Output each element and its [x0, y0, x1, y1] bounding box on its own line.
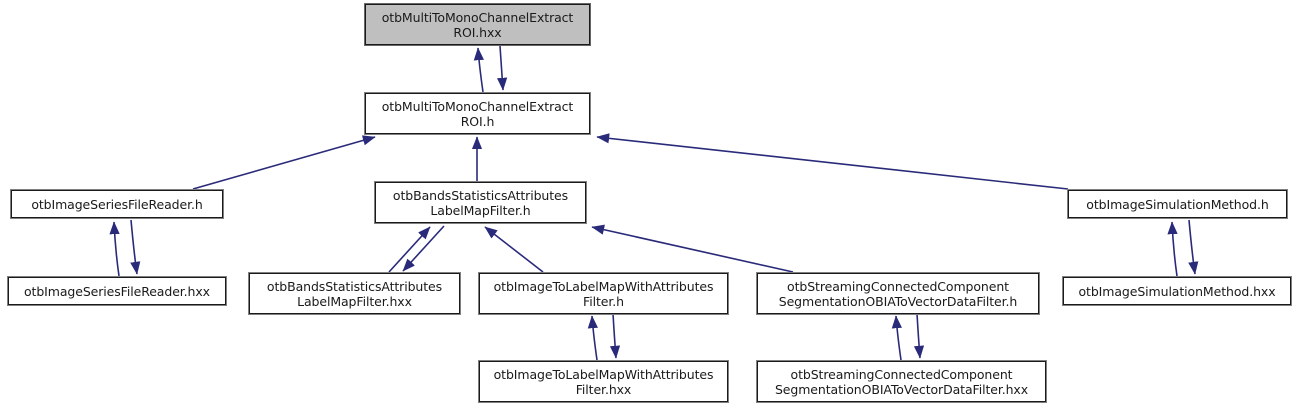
graph-edge-series_h-to-multi_h — [192, 135, 376, 190]
graph-node-simulation_h[interactable]: otbImageSimulationMethod.h — [1067, 189, 1288, 219]
graph-edge-streaming_hxx-to-streaming_h — [891, 315, 902, 361]
graph-edge-simulation_h-to-simulation_hxx — [1188, 219, 1199, 275]
graph-edge-series_h-to-series_hxx — [130, 219, 141, 275]
graph-edge-simulation_h-to-multi_h — [596, 133, 1069, 190]
graph-node-series_h[interactable]: otbImageSeriesFileReader.h — [10, 189, 224, 219]
graph-node-label: otbImageSeriesFileReader.h — [31, 196, 203, 212]
graph-edge-simulation_hxx-to-simulation_h — [1167, 221, 1178, 277]
graph-edge-imgtolabel_h-to-imgtolabel_hxx — [609, 313, 621, 359]
graph-node-label: otbImageSeriesFileReader.hxx — [24, 283, 210, 299]
graph-node-label: otbImageSimulationMethod.h — [1086, 196, 1269, 212]
graph-edge-bands_h-to-bands_hxx — [402, 225, 445, 272]
graph-edge-series_hxx-to-series_h — [109, 221, 120, 277]
graph-edge-streaming_h-to-bands_h — [591, 224, 794, 273]
graph-edge-multi_hxx-to-multi_h — [497, 45, 508, 91]
graph-node-label: otbImageSimulationMethod.hxx — [1078, 283, 1276, 299]
graph-edge-bands_hxx-to-bands_h — [388, 226, 431, 273]
graph-edge-imgtolabel_hxx-to-imgtolabel_h — [587, 315, 598, 361]
graph-edge-imgtolabel_h-to-bands_h — [484, 226, 544, 273]
graph-node-simulation_hxx[interactable]: otbImageSimulationMethod.hxx — [1062, 276, 1292, 306]
graph-edge-multi_h-to-multi_hxx — [473, 47, 484, 93]
graph-edge-streaming_h-to-streaming_hxx — [913, 313, 925, 359]
graph-node-series_hxx[interactable]: otbImageSeriesFileReader.hxx — [7, 276, 227, 306]
